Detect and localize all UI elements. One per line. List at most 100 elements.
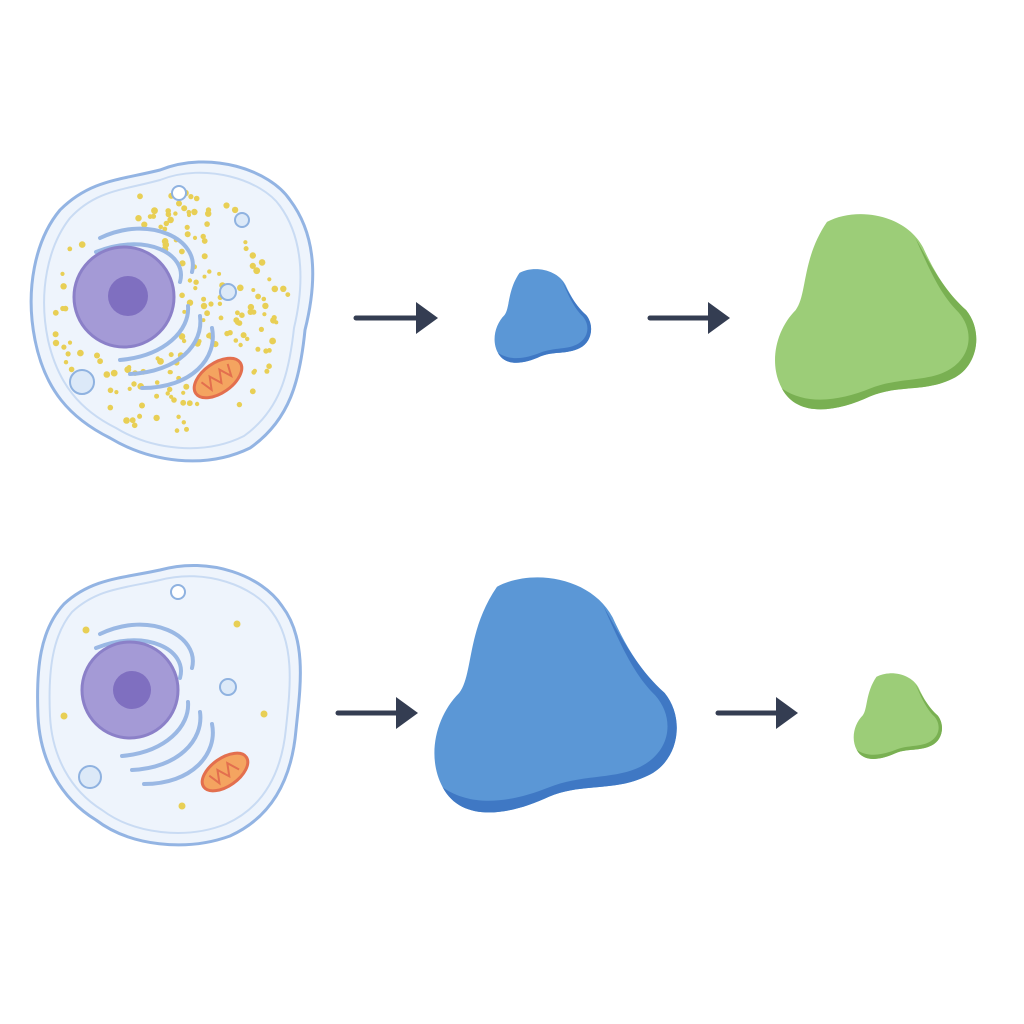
granule [253,267,261,275]
granule [167,386,173,393]
granule [236,320,243,326]
granule [135,215,142,222]
granule [208,301,214,307]
granule [168,352,174,358]
granule [239,312,245,319]
intermediate-blob-large [434,577,677,813]
granule [180,399,187,406]
granule [179,260,186,267]
granule [61,344,67,350]
granule [200,302,208,310]
granule [204,310,211,317]
vesicle-icon [69,369,95,395]
granule [201,238,208,244]
row-top [29,160,977,463]
granule [77,349,84,357]
granule [162,241,170,248]
granule [107,387,114,394]
granule [184,231,191,238]
granule [238,342,243,348]
granule [192,235,198,240]
granule [167,216,174,224]
granule [200,233,206,240]
granule [264,368,270,374]
granule [67,246,73,252]
granule [131,381,137,387]
granule [249,252,256,259]
granule [258,259,266,266]
granule [179,248,185,255]
granule [243,246,249,252]
arrow-right-icon [353,302,438,334]
granule [285,292,291,297]
granule [181,205,188,212]
granule [182,309,187,314]
granule [266,363,272,370]
granule [236,401,243,408]
endoplasmic-reticulum-icon [94,226,215,390]
granule [181,338,187,344]
granule [186,209,192,215]
granule [233,338,239,343]
granule [207,269,212,274]
granule [150,213,157,219]
granule [158,224,163,230]
granule [231,206,239,214]
granule [94,352,100,359]
granule [251,288,256,292]
granule [271,285,279,293]
granule [163,220,169,227]
granule [78,241,86,248]
granule [255,346,261,352]
granule [245,336,250,342]
granule [235,310,240,316]
granule [194,401,200,407]
arrow-right-icon [335,697,418,729]
granule [267,277,272,282]
granule [171,397,177,403]
granule [218,315,224,321]
granule [193,279,199,285]
granule [174,428,180,433]
granule [165,208,171,214]
granule [280,285,287,292]
granule [151,207,158,215]
mitochondrion-icon [200,751,250,793]
granules [52,189,291,433]
granule [173,211,178,216]
granule [201,296,207,302]
cell-icon [36,564,302,847]
granule [223,202,230,209]
granule [129,417,136,424]
granule [251,369,257,375]
granule [176,200,182,207]
granule [141,221,148,228]
granule [123,417,130,424]
granule [217,271,222,276]
granule [155,356,160,361]
granule [204,221,210,227]
row-bottom [36,564,943,847]
granule [193,195,200,202]
nucleolus [113,671,151,709]
granule [249,262,256,269]
granule [181,390,186,395]
granule [274,320,279,325]
granule [249,388,256,395]
granule [184,224,190,230]
granule [131,422,138,429]
granule [262,302,269,310]
granule [224,330,230,337]
granule [261,296,267,302]
granule [255,293,261,300]
product-blob-small [853,673,943,759]
granule [188,194,194,200]
granule [187,278,193,283]
vesicle-icon [170,584,186,600]
intermediate-blob-small [494,269,592,363]
granule [97,358,103,365]
granule [154,380,160,385]
granule [193,286,198,291]
granule [103,371,111,378]
